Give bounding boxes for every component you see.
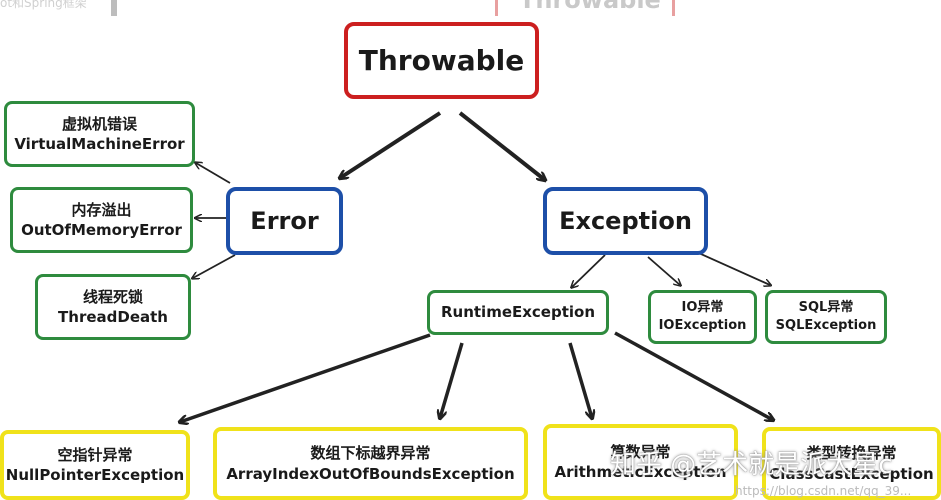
arrow-exception-to-sql [691,249,770,285]
header-ghost-box-right-edge [672,0,675,16]
runtimeexception-label: RuntimeException [440,303,596,322]
ioexception-node: IO异常 IOException [648,290,757,344]
nullpointerexception-node: 空指针异常 NullPointerException [0,430,190,500]
header-fragment-right: Throwable [519,0,661,14]
exception-node: Exception [543,187,708,255]
header-fragment-left: ot和Spring框架 [0,0,87,10]
virtualmachineerror-en: VirtualMachineError [14,135,185,153]
header-ghost-box-left-edge [495,0,498,16]
arrow-throwable-to-exception [458,111,545,180]
source-url-watermark: https://blog.csdn.net/qq_39... [735,484,912,498]
classcastexception-en: ClassCastException [769,464,934,483]
nullpointerexception-en: NullPointerException [5,466,185,484]
threaddeath-zh: 线程死锁 [82,287,143,306]
arrow-error-to-threaddeath [193,254,236,278]
arithmeticexception-zh: 算数异常 [610,442,671,461]
watermark-text: 知乎 @艺术就是派大星c [610,450,893,480]
outofmemoryerror-node: 内存溢出 OutOfMemoryError [10,187,193,253]
outofmemoryerror-en: OutOfMemoryError [21,221,182,239]
error-label: Error [250,206,319,235]
arithmeticexception-en: ArithmeticException [554,463,727,481]
arrow-runtime-to-arithmetic [568,342,592,418]
outofmemoryerror-zh: 内存溢出 [71,200,132,219]
throwable-label: Throwable [358,43,525,77]
sqlexception-node: SQL异常 SQLException [765,290,887,344]
nullpointerexception-zh: 空指针异常 [57,445,133,464]
ioexception-en: IOException [658,318,747,333]
arithmeticexception-node: 算数异常 ArithmeticException [543,424,738,500]
classcastexception-zh: 类型转换异常 [806,444,897,463]
throwable-node: Throwable [344,22,539,99]
arrayindexoutofbounds-zh: 数组下标越界异常 [310,444,431,463]
sqlexception-zh: SQL异常 [798,300,854,316]
classcastexception-node: 类型转换异常 ClassCastException [762,427,941,500]
threaddeath-node: 线程死锁 ThreadDeath [35,274,191,340]
arrow-exception-to-runtime [572,254,606,287]
arrow-runtime-to-arrayindex [440,342,464,418]
arrow-exception-to-io [647,256,680,285]
sqlexception-en: SQLException [775,318,877,333]
arrayindexoutofbounds-node: 数组下标越界异常 ArrayIndexOutOfBoundsException [213,427,528,500]
error-node: Error [226,187,343,255]
ioexception-zh: IO异常 [681,300,724,316]
arrow-runtime-to-classcast [614,331,773,420]
virtualmachineerror-node: 虚拟机错误 VirtualMachineError [4,101,195,167]
arrayindexoutofbounds-en: ArrayIndexOutOfBoundsException [226,464,515,483]
arrow-throwable-to-error [340,111,442,178]
threaddeath-en: ThreadDeath [58,308,168,326]
virtualmachineerror-zh: 虚拟机错误 [61,114,137,133]
runtimeexception-node: RuntimeException [427,290,609,335]
header-divider [111,0,117,16]
arrow-runtime-to-nullpointer [180,333,431,422]
exception-label: Exception [559,206,692,235]
arrow-error-to-virtualmachineerror [196,163,231,184]
